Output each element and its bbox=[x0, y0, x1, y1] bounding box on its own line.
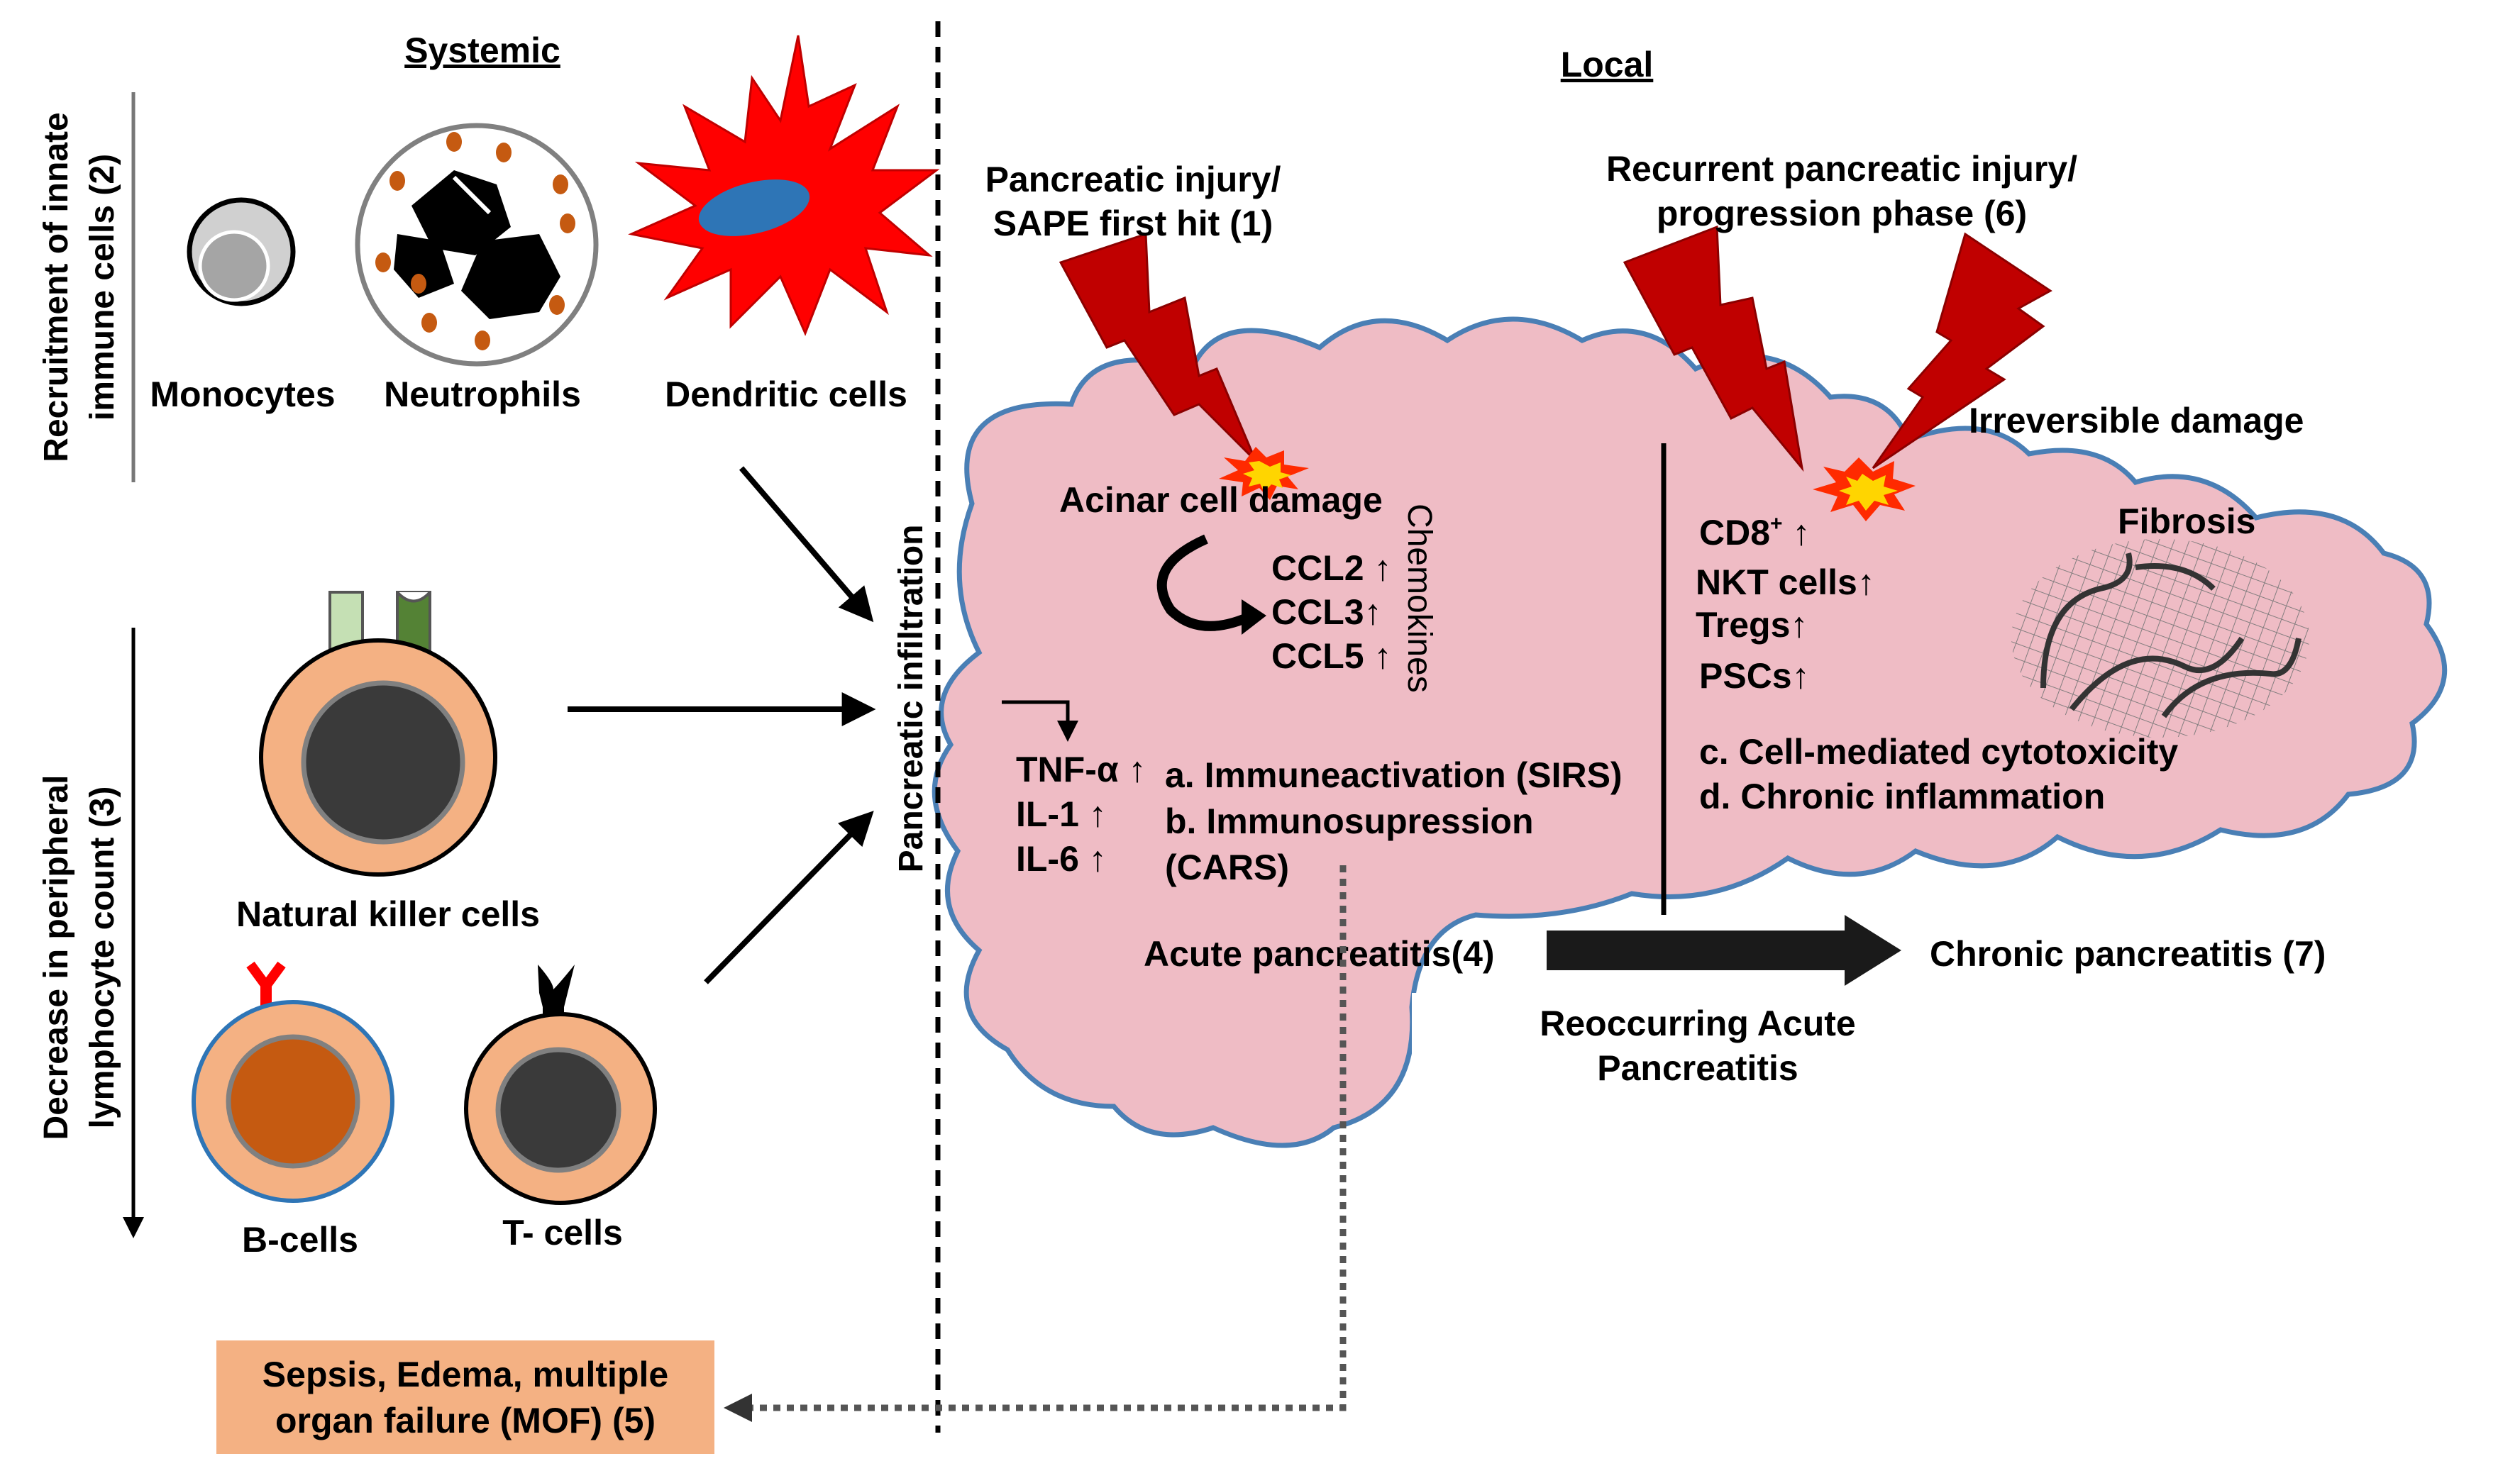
il1-label: IL-1 ↑ bbox=[1016, 794, 1107, 834]
tregs-label: Tregs↑ bbox=[1696, 605, 1808, 645]
lymph-label-line1: Decrease in peripheral bbox=[38, 775, 75, 1140]
recurrent-burst-icon bbox=[1813, 457, 1916, 521]
effect-b-label: b. Immunosupression bbox=[1165, 801, 1534, 841]
pscs-label: PSCs↑ bbox=[1699, 656, 1810, 696]
first-hit-line1: Pancreatic injury/ bbox=[985, 160, 1281, 199]
irreversible-label: Irreversible damage bbox=[1969, 401, 2304, 440]
lymph-label-line2: lymphocyte count (3) bbox=[84, 787, 121, 1129]
first-hit-lightning-icon bbox=[1059, 232, 1257, 462]
outcome-dotted-arrow bbox=[738, 865, 1347, 1411]
pancreas-shape bbox=[932, 316, 2448, 1148]
effect-d-label: d. Chronic inflammation bbox=[1699, 777, 2105, 816]
t-cell bbox=[464, 965, 657, 1205]
systemic-header: Systemic bbox=[404, 30, 560, 70]
cytokine-elbow-arrow bbox=[1002, 700, 1078, 742]
recurrent-hit-lightning-left-icon bbox=[1623, 225, 1804, 472]
chemokines-label: Chemokines bbox=[1400, 504, 1438, 693]
chemokine-arrowhead-icon bbox=[1242, 599, 1266, 635]
neutrophils-label: Neutrophils bbox=[384, 374, 581, 414]
innate-label-line1: Recruitment of innate bbox=[38, 112, 75, 462]
first-hit-line2: SAPE first hit (1) bbox=[993, 204, 1273, 243]
monocyte-cell bbox=[187, 197, 296, 306]
neutrophil-cell bbox=[355, 123, 599, 367]
acinar-label: Acinar cell damage bbox=[1059, 480, 1383, 520]
progression-arrow bbox=[1547, 915, 1901, 986]
innate-to-infiltration-arrow bbox=[739, 466, 874, 623]
chemokine-curved-arrow bbox=[1156, 534, 1251, 631]
outcome-line2: organ failure (MOF) (5) bbox=[275, 1401, 656, 1440]
ccl2-label: CCL2 ↑ bbox=[1271, 548, 1391, 588]
ccl5-label: CCL5 ↑ bbox=[1271, 636, 1391, 676]
dendritic-label: Dendritic cells bbox=[665, 374, 907, 414]
monocytes-label: Monocytes bbox=[150, 374, 335, 414]
recurrent-hit-lightning-right-icon bbox=[1872, 232, 2052, 470]
outcome-box bbox=[216, 1340, 714, 1454]
b-cell bbox=[192, 961, 394, 1203]
tnf-label: TNF-α ↑ bbox=[1016, 750, 1146, 789]
fibrosis-mesh-icon bbox=[2011, 539, 2309, 738]
dendritic-cell bbox=[628, 35, 940, 336]
nk-cell bbox=[259, 591, 497, 877]
reoccurring-line1: Reoccurring Acute bbox=[1540, 1004, 1855, 1043]
bcells-label: B-cells bbox=[242, 1220, 358, 1260]
effect-c-label: c. Cell-mediated cytotoxicity bbox=[1699, 732, 2178, 772]
label-whiteout bbox=[1412, 993, 1667, 1106]
innate-label-line2: immune cells (2) bbox=[84, 154, 121, 421]
il6-label: IL-6 ↑ bbox=[1016, 839, 1107, 879]
fibrosis-label: Fibrosis bbox=[2118, 501, 2255, 541]
reoccurring-line2: Pancreatitis bbox=[1597, 1048, 1798, 1088]
nk-label: Natural killer cells bbox=[236, 894, 540, 934]
recurrent-line2: progression phase (6) bbox=[1657, 194, 2027, 233]
outcome-line1: Sepsis, Edema, multiple bbox=[262, 1355, 668, 1394]
recurrent-line1: Recurrent pancreatic injury/ bbox=[1606, 149, 2077, 189]
nkt-label: NKT cells↑ bbox=[1696, 562, 1875, 602]
tcells-label: T- cells bbox=[502, 1213, 623, 1253]
acinar-burst-icon bbox=[1219, 447, 1309, 500]
acute-label: Acute pancreatitis(4) bbox=[1144, 934, 1495, 974]
infiltration-label: Pancreatic infiltration bbox=[892, 525, 930, 873]
effect-b2-label: (CARS) bbox=[1165, 848, 1289, 887]
chronic-label: Chronic pancreatitis (7) bbox=[1930, 934, 2326, 974]
lymph-to-infiltration-arrow bbox=[704, 811, 874, 984]
outcome-arrowhead-icon bbox=[724, 1394, 752, 1422]
local-header: Local bbox=[1561, 45, 1654, 84]
effect-a-label: a. Immuneactivation (SIRS) bbox=[1165, 755, 1623, 795]
ccl3-label: CCL3↑ bbox=[1271, 592, 1382, 632]
cd8-label: CD8+ ↑ bbox=[1699, 512, 1810, 552]
